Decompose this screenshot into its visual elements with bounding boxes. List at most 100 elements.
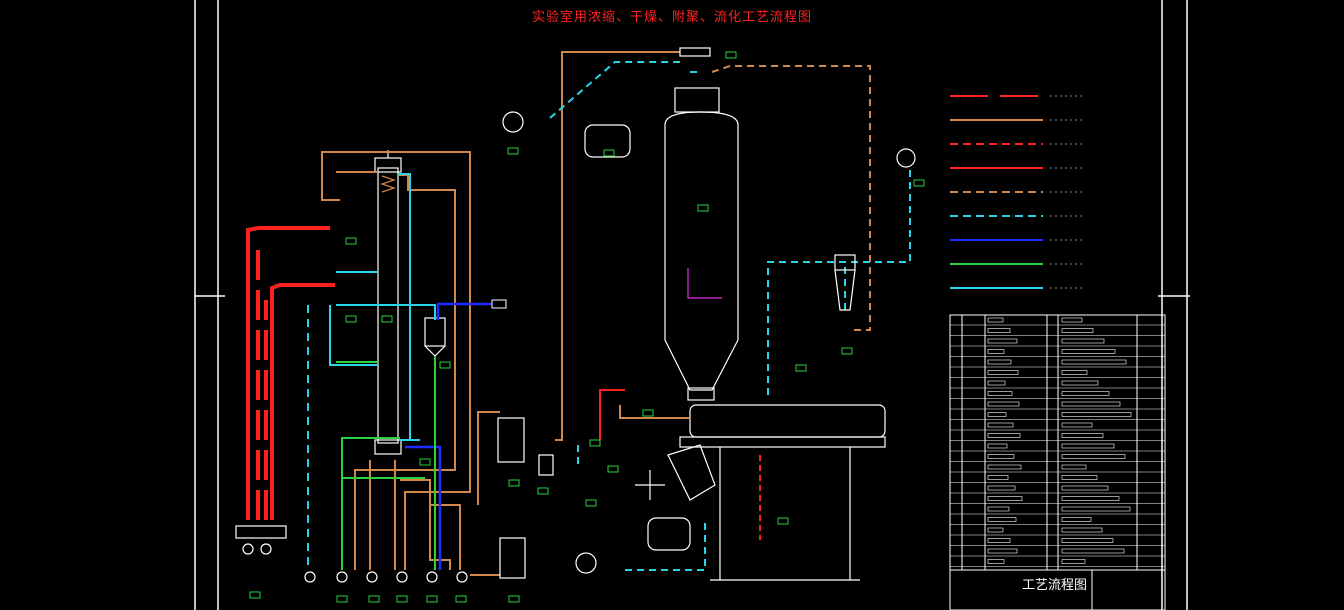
- legend: [950, 95, 1085, 289]
- drawing-title: 实验室用浓缩、干燥、附聚、流化工艺流程图: [531, 10, 812, 25]
- table-cell-text: [987, 422, 1014, 428]
- table-cell-text: [1061, 380, 1099, 386]
- table-cell-text: [987, 485, 1016, 491]
- table-cell-text: [1061, 464, 1087, 470]
- table-cell-text: [987, 433, 1021, 438]
- cooling-outlet: [491, 299, 507, 309]
- instrument-tag: [507, 147, 519, 155]
- table-cell-text: [1061, 527, 1103, 533]
- table-cell-text: [1061, 328, 1094, 333]
- tanks: [497, 417, 554, 579]
- table-cell-text: [1061, 370, 1088, 375]
- table-cell-text: [987, 380, 1006, 386]
- instrument-tag: [396, 595, 408, 603]
- table-cell-text: [987, 328, 1011, 333]
- instrument-tag: [841, 347, 853, 355]
- table-cell-text: [987, 370, 1019, 375]
- fluid-bed-orange: [619, 405, 690, 419]
- instrument-tag: [585, 499, 597, 507]
- table-cell-text: [1061, 412, 1132, 417]
- table-cell-text: [1061, 349, 1116, 354]
- table-cell-text: [987, 517, 1017, 522]
- table-cell-text: [987, 475, 1009, 480]
- table-cell-text: [987, 548, 1018, 554]
- instrument-tag: [249, 591, 261, 599]
- table-cell-text: [1061, 443, 1115, 449]
- instrument-tag: [642, 409, 654, 417]
- table-cell-text: [987, 443, 1008, 449]
- instrument-tag: [508, 595, 520, 603]
- evaporator-column: [374, 150, 402, 455]
- green-lines: [336, 356, 436, 570]
- table-cell-text: [987, 538, 1011, 543]
- table-cell-text: [1061, 496, 1120, 501]
- table-cell-text: [987, 317, 1004, 323]
- cooling-lines: [405, 302, 492, 570]
- table-cell-text: [987, 401, 1020, 407]
- water-lines: [321, 51, 680, 576]
- bottom-pumps: [304, 571, 468, 583]
- instrument-tag: [345, 237, 357, 245]
- table-cell-text: [1061, 391, 1110, 396]
- instrument-tag: [777, 517, 789, 525]
- table-cell-text: [1061, 338, 1105, 344]
- fluid-bed-steam: [599, 389, 761, 540]
- table-cell-text: [1061, 517, 1092, 522]
- table-cell-text: [987, 454, 1015, 459]
- instrument-tag: [455, 595, 467, 603]
- table-cell-text: [1061, 548, 1125, 554]
- table-cell-text: [1061, 317, 1083, 323]
- instrument-tag: [426, 595, 438, 603]
- table-cell-text: [987, 527, 1004, 533]
- table-cell-text: [1061, 454, 1126, 459]
- table-cell-text: [987, 412, 1007, 417]
- condenser: [424, 317, 446, 357]
- table-cell-text: [987, 506, 1010, 512]
- table-cell-text: [987, 349, 1005, 354]
- table-cell-text: [987, 464, 1022, 470]
- instrument-tag: [697, 204, 709, 212]
- table-cell-text: [1061, 475, 1098, 480]
- table-cell-text: [1061, 506, 1131, 512]
- steam-header: [235, 525, 287, 555]
- table-cell-text: [987, 559, 1005, 564]
- instrument-tag: [419, 458, 431, 466]
- instrument-tag: [336, 595, 348, 603]
- table-cell-text: [987, 391, 1013, 396]
- table-cell-text: [987, 338, 1018, 344]
- spray-dryer: [664, 47, 739, 401]
- steam-lines: [246, 226, 335, 520]
- instrument-tag: [913, 179, 925, 187]
- instrument-tag: [795, 364, 807, 372]
- instrument-tag: [603, 149, 615, 157]
- liquid-lines: [307, 173, 436, 570]
- drawing-frame: [194, 0, 1190, 610]
- instrument-tag: [368, 595, 380, 603]
- cyclone: [834, 254, 856, 311]
- table-cell-text: [1061, 559, 1086, 564]
- instrument-tag: [508, 479, 520, 487]
- instrument-tag: [381, 315, 393, 323]
- blowers: [502, 111, 916, 574]
- orange-return: [711, 65, 871, 331]
- instrument-tag: [439, 361, 451, 369]
- air-lines: [549, 61, 911, 571]
- title-block-rows: [950, 317, 1165, 567]
- fluid-bed: [635, 404, 886, 581]
- title-block: [949, 314, 1166, 610]
- table-cell-text: [987, 496, 1023, 501]
- table-cell-text: [1061, 433, 1104, 438]
- table-cell-text: [1061, 538, 1114, 543]
- instrument-tags: [249, 51, 925, 603]
- table-cell-text: [1061, 422, 1093, 428]
- table-cell-text: [987, 359, 1012, 365]
- magenta-axis: [687, 268, 722, 299]
- table-cell-text: [1061, 401, 1121, 407]
- table-cell-text: [1061, 485, 1109, 491]
- instrument-tag: [725, 51, 737, 59]
- instrument-tag: [607, 465, 619, 473]
- instrument-tag: [345, 315, 357, 323]
- title-block-name: 工艺流程图: [1022, 578, 1088, 593]
- table-cell-text: [1061, 359, 1127, 365]
